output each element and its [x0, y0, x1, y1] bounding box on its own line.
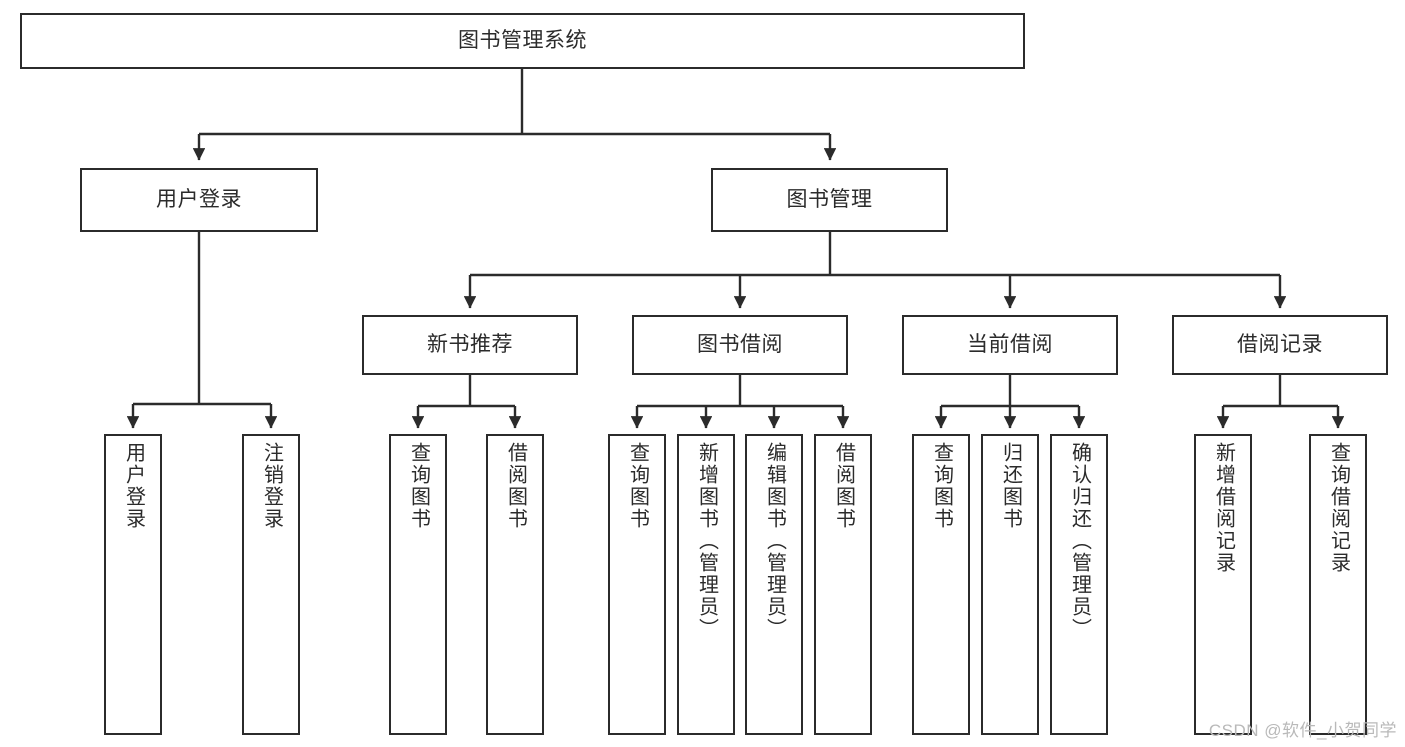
node-book-management[interactable]: 图书管理 — [711, 168, 948, 232]
leaf-user-login[interactable]: 用户登录 — [104, 434, 162, 735]
leaf-borrow-book[interactable]: 借阅图书 — [814, 434, 872, 735]
node-label: 编辑图书（管理员） — [763, 442, 786, 640]
leaf-add-borrow-record[interactable]: 新增借阅记录 — [1194, 434, 1252, 735]
node-label: 新增借阅记录 — [1212, 442, 1235, 574]
node-label: 新书推荐 — [427, 333, 513, 357]
leaf-return-book[interactable]: 归还图书 — [981, 434, 1039, 735]
node-label: 借阅记录 — [1237, 333, 1323, 357]
leaf-query-borrow-record[interactable]: 查询借阅记录 — [1309, 434, 1367, 735]
leaf-current-query-book[interactable]: 查询图书 — [912, 434, 970, 735]
leaf-add-book-admin[interactable]: 新增图书（管理员） — [677, 434, 735, 735]
leaf-edit-book-admin[interactable]: 编辑图书（管理员） — [745, 434, 803, 735]
node-label: 查询图书 — [407, 442, 430, 530]
leaf-confirm-return-admin[interactable]: 确认归还（管理员） — [1050, 434, 1108, 735]
node-label: 用户登录 — [122, 442, 145, 530]
node-label: 归还图书 — [999, 442, 1022, 530]
node-label: 图书管理 — [786, 188, 873, 212]
node-new-book-recommend[interactable]: 新书推荐 — [362, 315, 578, 375]
node-label: 注销登录 — [260, 442, 283, 530]
node-root-system[interactable]: 图书管理系统 — [20, 13, 1025, 69]
node-label: 用户登录 — [156, 188, 242, 212]
leaf-logout[interactable]: 注销登录 — [242, 434, 300, 735]
csdn-watermark: CSDN @软件_小贺同学 — [1208, 721, 1397, 740]
leaf-recommend-borrow-book[interactable]: 借阅图书 — [486, 434, 544, 735]
leaf-recommend-query-book[interactable]: 查询图书 — [389, 434, 447, 735]
node-current-borrow[interactable]: 当前借阅 — [902, 315, 1118, 375]
node-label: 新增图书（管理员） — [695, 442, 718, 640]
node-label: 当前借阅 — [967, 333, 1053, 357]
node-borrow-record[interactable]: 借阅记录 — [1172, 315, 1388, 375]
node-label: 确认归还（管理员） — [1068, 442, 1091, 640]
node-label: 查询借阅记录 — [1327, 442, 1350, 574]
node-label: 借阅图书 — [504, 442, 527, 530]
node-label: 借阅图书 — [832, 442, 855, 530]
node-book-borrow[interactable]: 图书借阅 — [632, 315, 848, 375]
node-label: 图书管理系统 — [458, 29, 587, 53]
node-label: 查询图书 — [930, 442, 953, 530]
node-user-login[interactable]: 用户登录 — [80, 168, 318, 232]
leaf-borrow-query-book[interactable]: 查询图书 — [608, 434, 666, 735]
node-label: 查询图书 — [626, 442, 649, 530]
node-label: 图书借阅 — [697, 333, 783, 357]
